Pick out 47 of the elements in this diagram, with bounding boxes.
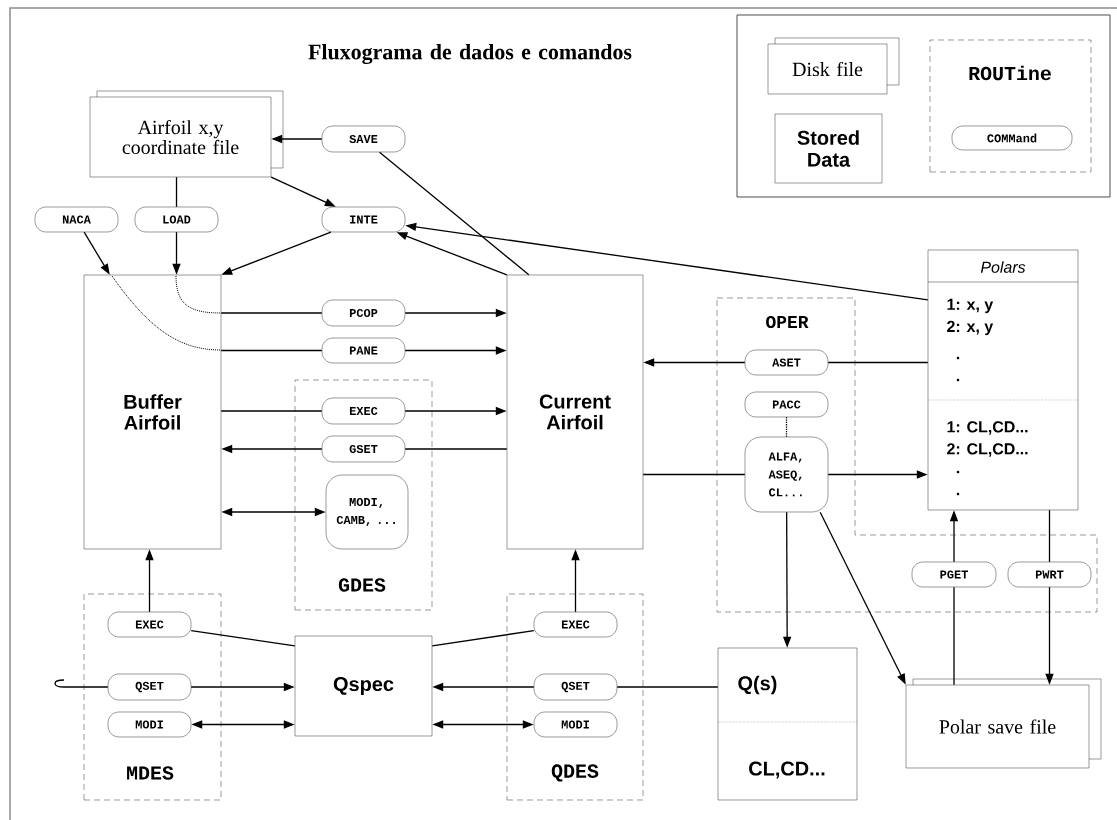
data-box: Qspec [294,635,433,737]
connector-line [642,473,746,476]
connector-line [785,416,788,438]
command-pill: SAVE [321,125,406,153]
command-pill: INTE [321,206,406,233]
command-pill: MODI [533,711,618,738]
connector-line [175,176,178,208]
command-pill: LOAD [134,206,219,233]
command-pill: EXEC [533,611,618,638]
command-pill: PGET [911,561,997,588]
command-pill: EXEC [107,611,192,638]
data-box: Q(s) CL,CD... [717,647,858,801]
connector-line [220,349,323,352]
connector-line [953,586,955,686]
command-group: MODI, CAMB, ... [325,474,409,550]
connector-line [827,361,929,364]
command-pill: QSET [533,673,618,701]
command-pill: EXEC [321,397,406,425]
connector-line [1048,509,1051,563]
file-box: Polar save file [905,678,1102,769]
data-box: Stored Data [774,113,883,184]
command-pill: ASET [744,349,829,376]
command-pill: MODI [107,711,192,738]
connector-line [431,630,535,647]
connector-line [378,151,530,276]
title: Fluxograma de dados e comandos [308,44,632,65]
data-box: Buffer Airfoil [83,274,222,550]
polars-table: Polars 1: x, y 2: x, y 1: CL,CD... 2: CL,CD... [927,249,1079,511]
command-pill: PACC [744,391,829,418]
legend-box [736,14,1111,198]
connector-line [616,686,719,688]
command-group: ALFA, ASEQ, CL... [744,436,829,513]
command-pill: COMMand [951,125,1073,151]
connector-line [404,448,508,450]
command-pill: QSET [107,673,192,701]
file-box: Disk file [767,37,900,95]
connector-line [220,410,323,412]
command-pill: PANE [321,337,406,364]
connector-line [220,312,323,314]
command-pill: PWRT [1007,561,1092,588]
command-pill: PCOP [321,299,406,327]
command-pill: NACA [34,206,119,233]
connector-line [54,679,109,688]
file-box: Airfoil x,y coordinate file [89,90,284,178]
command-pill: GSET [321,435,406,463]
data-box: Current Airfoil [506,274,644,550]
connector-line [190,629,296,647]
